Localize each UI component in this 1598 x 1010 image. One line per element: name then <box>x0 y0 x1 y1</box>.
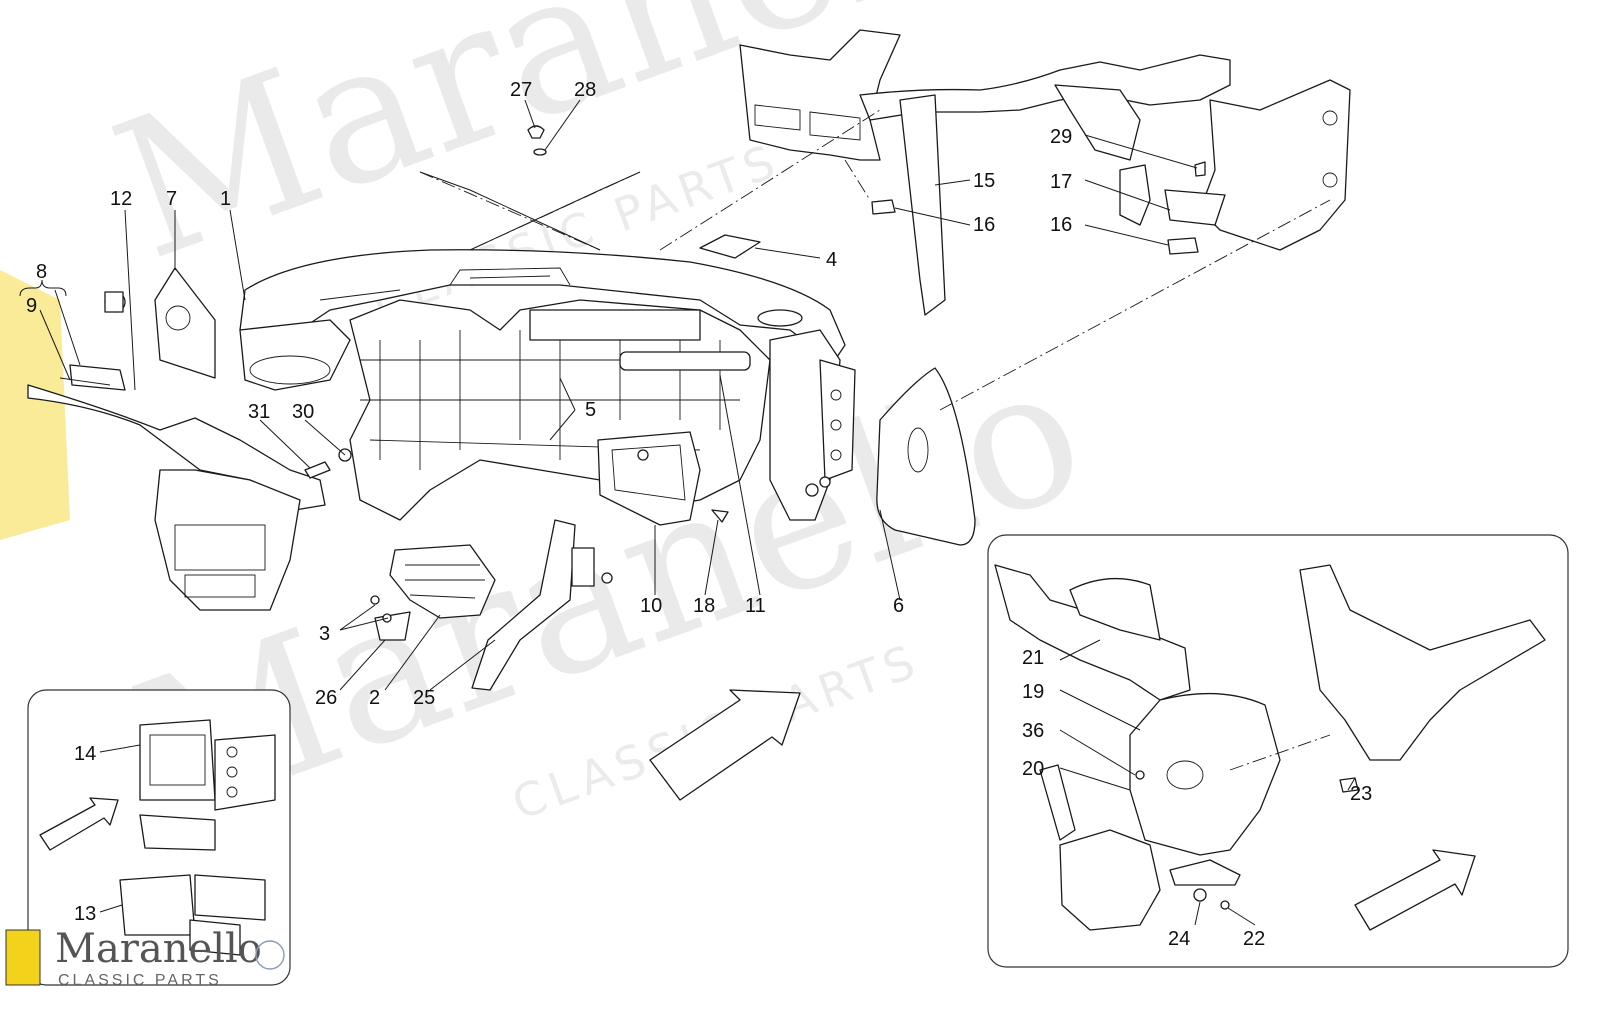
side-panel-6 <box>876 367 976 546</box>
display-14 <box>139 719 216 801</box>
cover-21 <box>994 564 1191 701</box>
dashboard-top-1 <box>239 249 846 381</box>
bracket-17 <box>1164 189 1226 226</box>
callout-21: 21 <box>1022 647 1044 669</box>
inset-left-parts <box>39 719 276 956</box>
callout-4: 4 <box>826 249 837 271</box>
brand-sub: CLASSIC PARTS <box>58 972 222 989</box>
callout-8: 8 <box>36 261 47 283</box>
dashboard-assembly <box>27 125 856 691</box>
cross-beam-15 <box>739 29 1351 316</box>
steering-bracket <box>1299 564 1546 761</box>
callout-30: 30 <box>292 401 314 423</box>
callout-29: 29 <box>1050 126 1072 148</box>
inset-left-arrow-icon <box>39 797 119 851</box>
bracket-2 <box>389 544 496 619</box>
callout-31: 31 <box>248 401 270 423</box>
cover-19-20 <box>1129 692 1281 856</box>
clip-16a <box>871 199 896 215</box>
brand-name: Maranello <box>55 926 262 972</box>
inset-right-arrow-icon <box>1354 849 1476 931</box>
direction-arrow-icon <box>649 689 801 801</box>
glovebox-frame-10 <box>597 431 701 526</box>
prancing-horse-badge-icon <box>0 270 70 540</box>
alignment-lines <box>419 109 1331 411</box>
callout-10: 10 <box>640 595 662 617</box>
callout-24: 24 <box>1168 928 1190 950</box>
trim-strip-12 <box>27 384 326 511</box>
brand-block: Maranello CLASSIC PARTS <box>5 926 285 989</box>
steering-column-switch <box>1059 829 1161 931</box>
callout-23: 23 <box>1350 783 1372 805</box>
callout-36: 36 <box>1022 720 1044 742</box>
callout-14: 14 <box>74 743 96 765</box>
callout-9: 9 <box>26 295 37 317</box>
callout-20: 20 <box>1022 758 1044 780</box>
clip-16b <box>1167 237 1199 255</box>
callout-17: 17 <box>1050 171 1072 193</box>
callout-2: 2 <box>369 687 380 709</box>
callout-1: 1 <box>220 188 231 210</box>
callout-11: 11 <box>745 595 766 617</box>
callout-7: 7 <box>166 188 177 210</box>
clip-4 <box>699 234 761 259</box>
inset-right-parts <box>994 564 1546 931</box>
callout-16a: 16 <box>973 214 995 236</box>
callout-25: 25 <box>413 687 435 709</box>
callout-3: 3 <box>319 623 330 645</box>
callout-27: 27 <box>510 79 532 101</box>
callout-15: 15 <box>973 170 995 192</box>
trident-logo-icon <box>255 940 285 970</box>
callout-22: 22 <box>1243 928 1265 950</box>
callout-18: 18 <box>693 595 715 617</box>
callout-5: 5 <box>585 399 596 421</box>
callout-28: 28 <box>574 79 596 101</box>
callout-26: 26 <box>315 687 337 709</box>
callout-13: 13 <box>74 903 96 925</box>
side-cover-7 <box>154 267 216 379</box>
prancing-horse-logo-icon <box>5 929 41 986</box>
callout-12: 12 <box>110 188 132 210</box>
callout-labels: 1 7 12 8 9 27 28 4 5 31 30 3 26 2 25 10 … <box>26 79 1372 950</box>
callout-19: 19 <box>1022 681 1044 703</box>
callout-6: 6 <box>893 595 904 617</box>
leader-lines <box>39 99 1198 691</box>
callout-16b: 16 <box>1050 214 1072 236</box>
